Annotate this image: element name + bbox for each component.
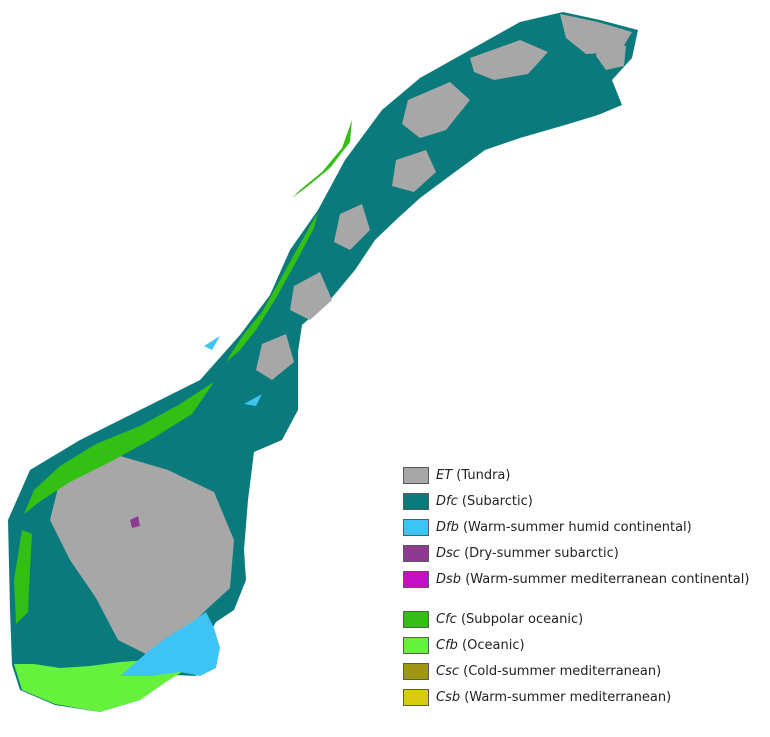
legend-name: (Cold-summer mediterranean) [463,663,662,679]
legend-label-cfc: Cfc (Subpolar oceanic) [436,612,583,627]
legend-swatch-et [403,466,429,484]
map-region-cfc [14,120,352,624]
legend-item-csb: Csb (Warm-summer mediterranean) [403,684,749,710]
legend-swatch-cfc [403,610,429,628]
legend-label-cfb: Cfb (Oceanic) [436,638,525,653]
legend-name: (Tundra) [456,467,511,483]
legend-item-et: ET (Tundra) [403,462,749,488]
legend-label-et: ET (Tundra) [436,468,510,483]
legend-name: (Warm-summer humid continental) [462,519,692,535]
legend-swatch-dsb [403,570,429,588]
legend-code: Cfc [436,611,457,627]
legend-group-gap [403,592,749,606]
legend-item-csc: Csc (Cold-summer mediterranean) [403,658,749,684]
legend-name: (Dry-summer subarctic) [464,545,619,561]
legend-swatch-cfb [403,636,429,654]
map-region-dsc [130,516,140,528]
map-region-et [50,14,632,656]
legend-label-dfb: Dfb (Warm-summer humid continental) [436,520,692,535]
legend-swatch-dfb [403,518,429,536]
legend-label-dsc: Dsc (Dry-summer subarctic) [436,546,619,561]
legend-swatch-csb [403,688,429,706]
legend-name: (Oceanic) [462,637,525,653]
legend-code: ET [436,467,453,483]
legend-item-dfb: Dfb (Warm-summer humid continental) [403,514,749,540]
legend-code: Dfb [436,519,459,535]
legend-name: (Warm-summer mediterranean) [464,689,672,705]
legend-label-csc: Csc (Cold-summer mediterranean) [436,664,661,679]
legend: ET (Tundra) Dfc (Subarctic) Dfb (Warm-su… [403,462,749,710]
legend-swatch-csc [403,662,429,680]
legend-item-dsb: Dsb (Warm-summer mediterranean continent… [403,566,749,592]
legend-swatch-dsc [403,544,429,562]
legend-label-dfc: Dfc (Subarctic) [436,494,533,509]
legend-item-cfc: Cfc (Subpolar oceanic) [403,606,749,632]
map-region-dfb [120,336,262,676]
legend-code: Dsb [436,571,462,587]
legend-label-dsb: Dsb (Warm-summer mediterranean continent… [436,572,749,587]
legend-name: (Subarctic) [461,493,533,509]
legend-swatch-dfc [403,492,429,510]
legend-label-csb: Csb (Warm-summer mediterranean) [436,690,671,705]
legend-item-dsc: Dsc (Dry-summer subarctic) [403,540,749,566]
legend-item-dfc: Dfc (Subarctic) [403,488,749,514]
legend-name: (Subpolar oceanic) [460,611,584,627]
legend-code: Cfb [436,637,458,653]
legend-name: (Warm-summer mediterranean continental) [465,571,750,587]
legend-code: Csb [436,689,461,705]
legend-code: Dsc [436,545,460,561]
legend-code: Csc [436,663,459,679]
legend-item-cfb: Cfb (Oceanic) [403,632,749,658]
legend-code: Dfc [436,493,458,509]
map-region-et-east [596,40,626,70]
